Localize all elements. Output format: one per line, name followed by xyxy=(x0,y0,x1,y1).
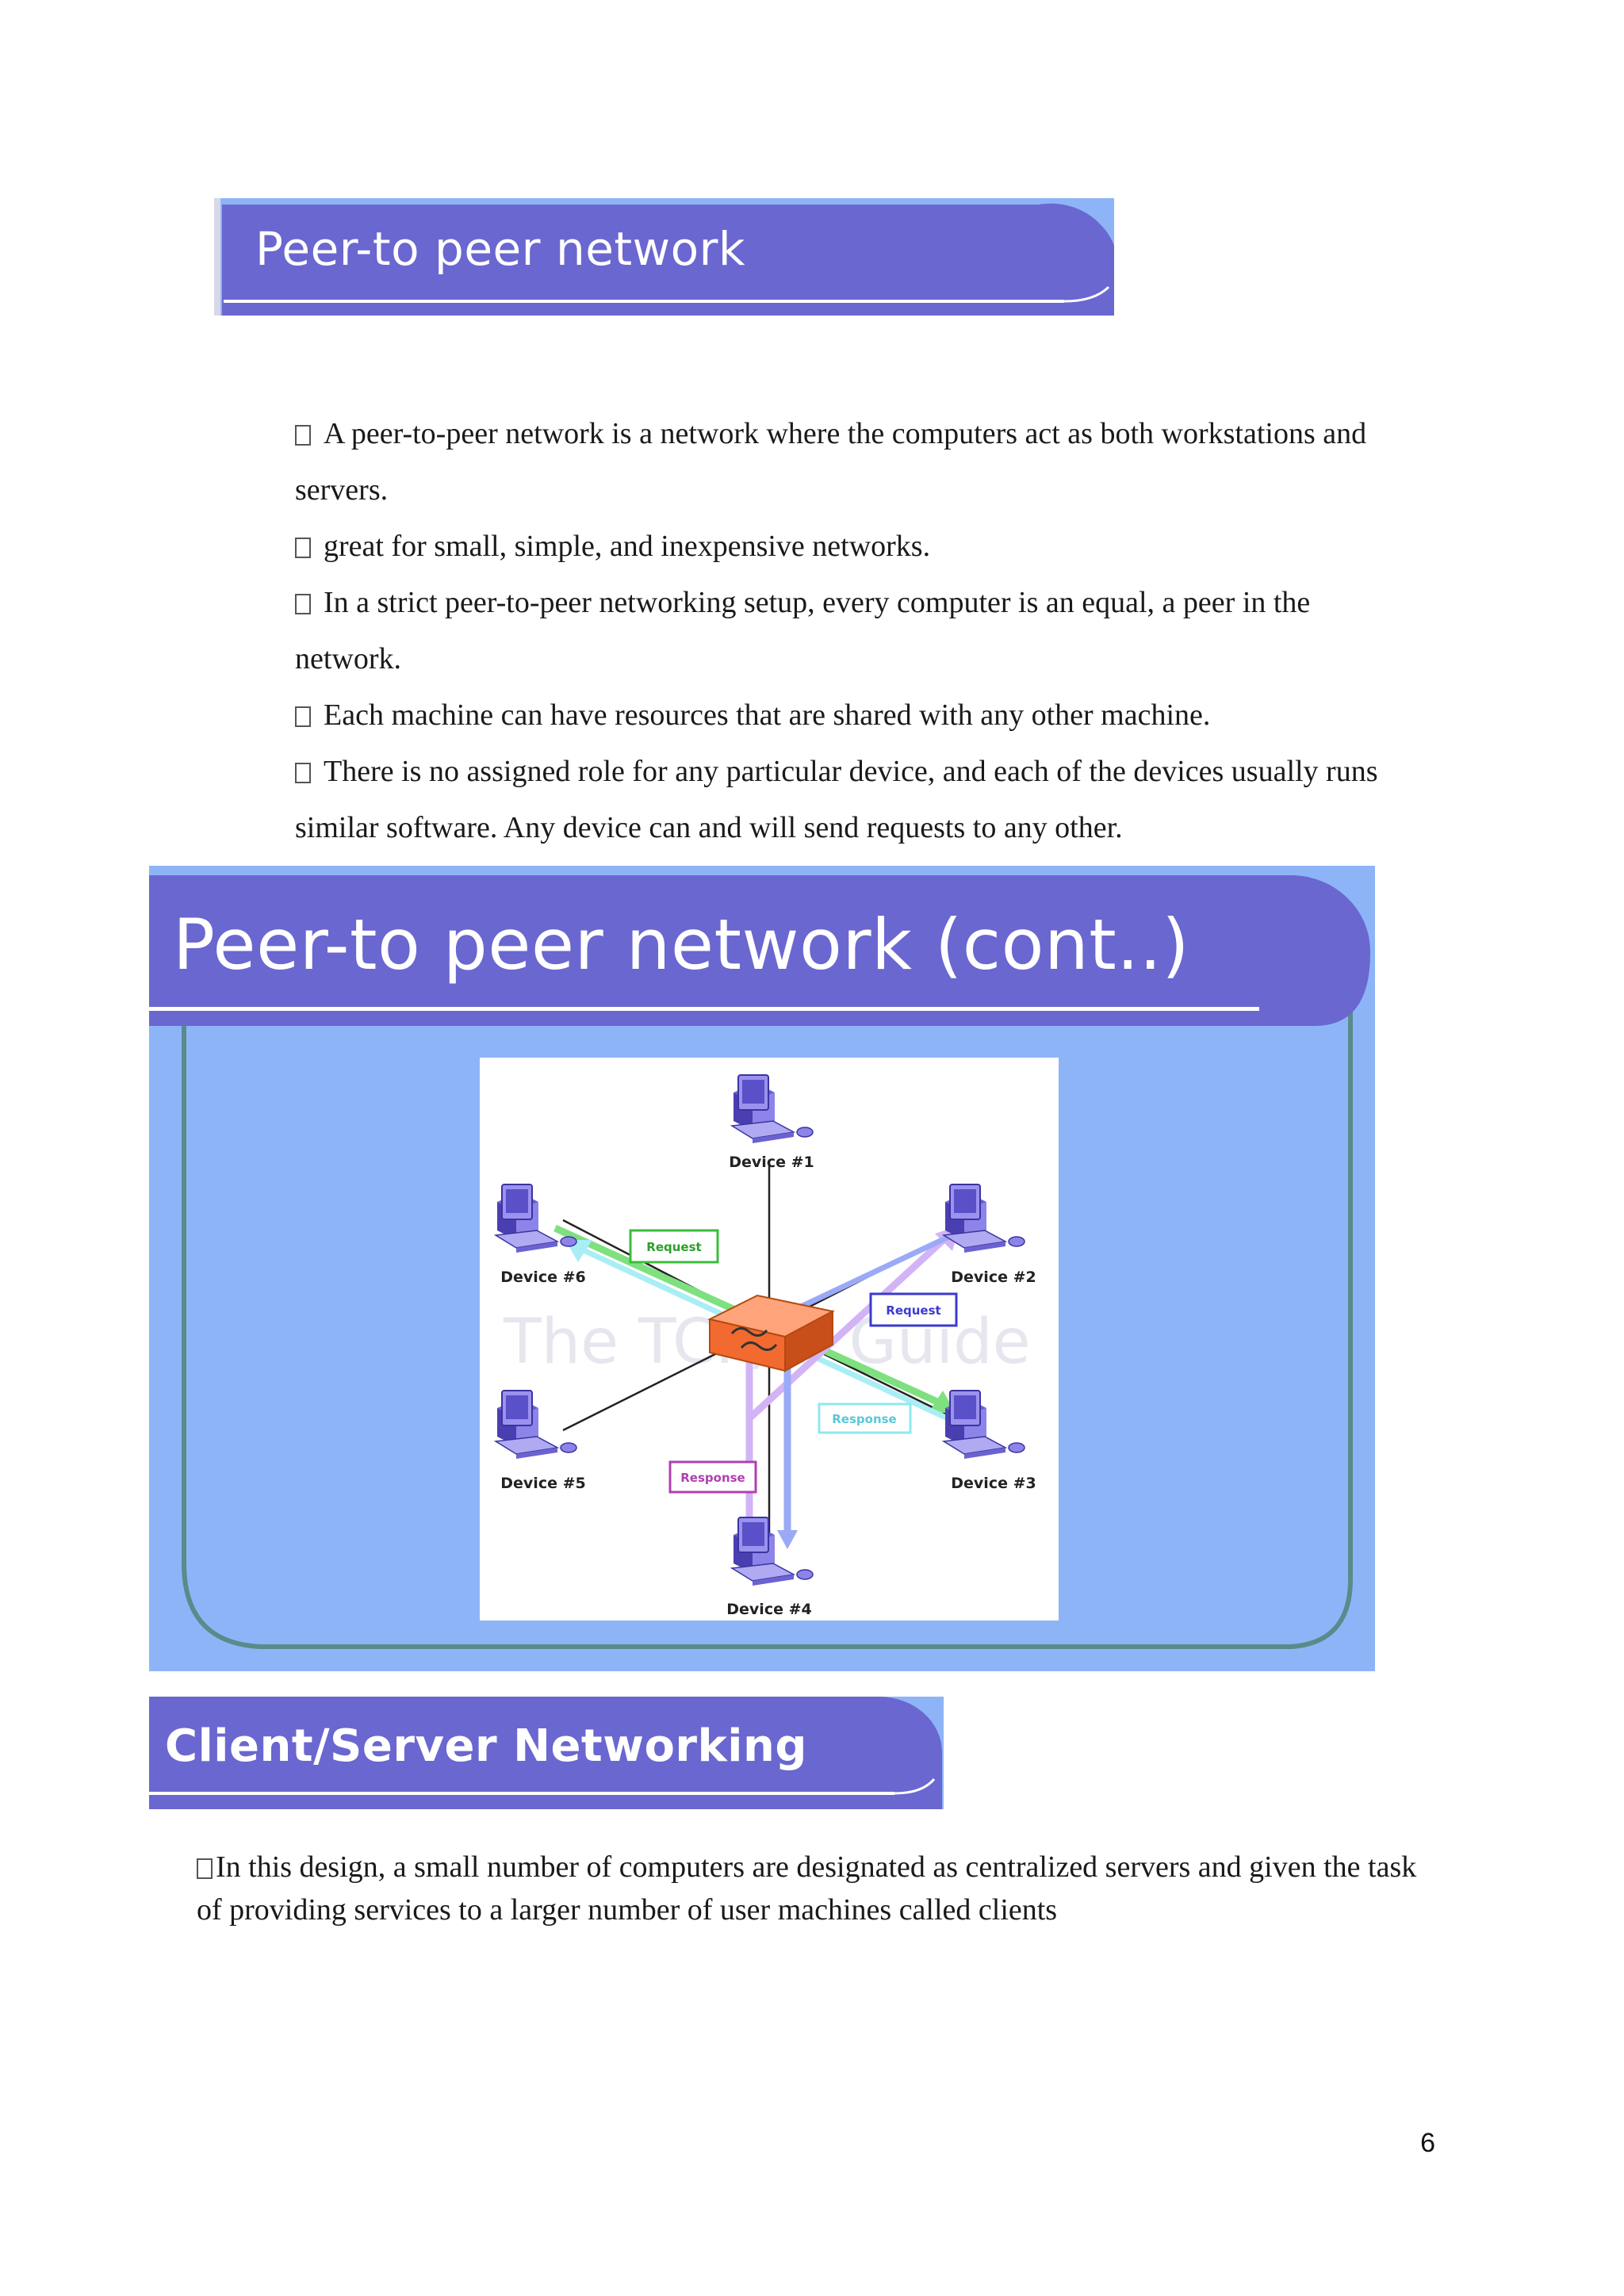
paragraph-text: In this design, a small number of comput… xyxy=(197,1850,1417,1927)
bullet-item: In a strict peer-to-peer networking setu… xyxy=(295,586,1311,675)
request-label-green: Request xyxy=(629,1229,719,1264)
svg-text:Response: Response xyxy=(680,1471,745,1485)
device-label: Device #3 xyxy=(951,1475,1036,1492)
device-label: Device #2 xyxy=(951,1269,1036,1286)
device-3-computer-icon xyxy=(943,1390,1025,1460)
slide-title: Peer-to peer network (cont..) xyxy=(173,904,1190,985)
checkbox-bullet-icon xyxy=(295,425,311,446)
device-1-computer-icon xyxy=(731,1074,814,1144)
slide-title: Peer-to peer network xyxy=(255,222,746,276)
checkbox-bullet-icon xyxy=(295,763,311,783)
banner-shape xyxy=(214,198,1114,316)
client-server-paragraph: In this design, a small number of comput… xyxy=(197,1846,1434,1931)
response-label-cyan: Response xyxy=(818,1402,912,1434)
slide-banner-client-server: Client/Server Networking xyxy=(149,1697,944,1809)
request-label-blue: Request xyxy=(869,1292,958,1327)
page-number: 6 xyxy=(1420,2128,1435,2158)
response-label-purple: Response xyxy=(668,1460,757,1494)
bullet-item: Each machine can have resources that are… xyxy=(295,687,1421,744)
device-4-computer-icon xyxy=(731,1517,814,1586)
network-diagram: The TCP/IP Guide xyxy=(480,1058,1059,1621)
slide-peer-to-peer-diagram: Peer-to peer network (cont..) xyxy=(149,866,1375,1671)
bullet-list: A peer-to-peer network is a network wher… xyxy=(295,406,1421,856)
svg-text:Request: Request xyxy=(646,1240,701,1254)
device-label: Device #1 xyxy=(729,1154,814,1171)
bullet-item: A peer-to-peer network is a network wher… xyxy=(295,417,1367,507)
checkbox-bullet-icon xyxy=(295,706,311,727)
device-6-computer-icon xyxy=(495,1184,577,1253)
svg-text:Request: Request xyxy=(886,1303,940,1318)
diagram-canvas: The TCP/IP Guide xyxy=(495,1074,1036,1618)
slide-banner-peer-to-peer: Peer-to peer network xyxy=(214,198,1114,316)
checkbox-bullet-icon xyxy=(197,1858,213,1879)
device-label: Device #6 xyxy=(500,1269,585,1286)
banner-shape xyxy=(149,1697,944,1809)
device-label: Device #4 xyxy=(726,1601,811,1618)
hub-switch-icon xyxy=(707,1294,835,1372)
checkbox-bullet-icon xyxy=(295,594,311,614)
bullet-item: great for small, simple, and inexpensive… xyxy=(295,519,1421,575)
device-label: Device #5 xyxy=(500,1475,585,1492)
bullet-item: There is no assigned role for any partic… xyxy=(295,755,1378,844)
device-5-computer-icon xyxy=(495,1390,577,1460)
checkbox-bullet-icon xyxy=(295,538,311,558)
slide-title: Client/Server Networking xyxy=(165,1720,807,1772)
svg-text:Response: Response xyxy=(832,1412,896,1426)
device-2-computer-icon xyxy=(943,1184,1025,1253)
